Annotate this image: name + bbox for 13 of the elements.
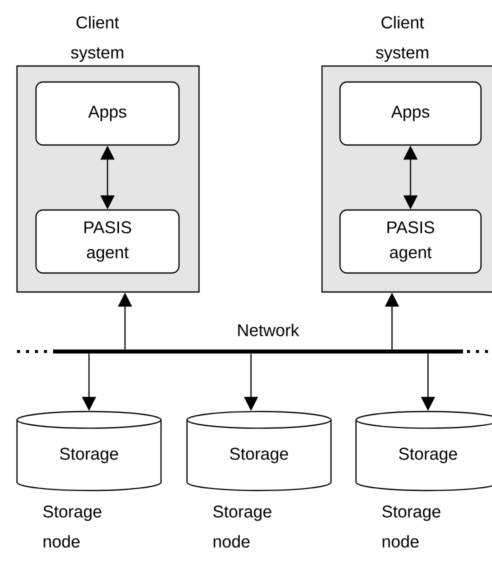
node-caption: Storage node [382, 506, 440, 548]
node-label: Client system [70, 16, 124, 62]
storage-cylinder: Storage [16, 410, 162, 492]
component-box: PASIS agent [35, 209, 180, 274]
component-box: Apps [339, 81, 482, 146]
node-caption: Storage node [213, 506, 272, 548]
network-label: Network [238, 324, 300, 336]
storage-cylinder: Storage [186, 410, 332, 492]
component-box: Apps [35, 81, 180, 146]
storage-cylinder: Storage [355, 410, 492, 492]
node-label: Client system [376, 16, 428, 62]
node-caption: Storage node [43, 506, 102, 548]
component-box: PASIS agent [339, 209, 482, 274]
